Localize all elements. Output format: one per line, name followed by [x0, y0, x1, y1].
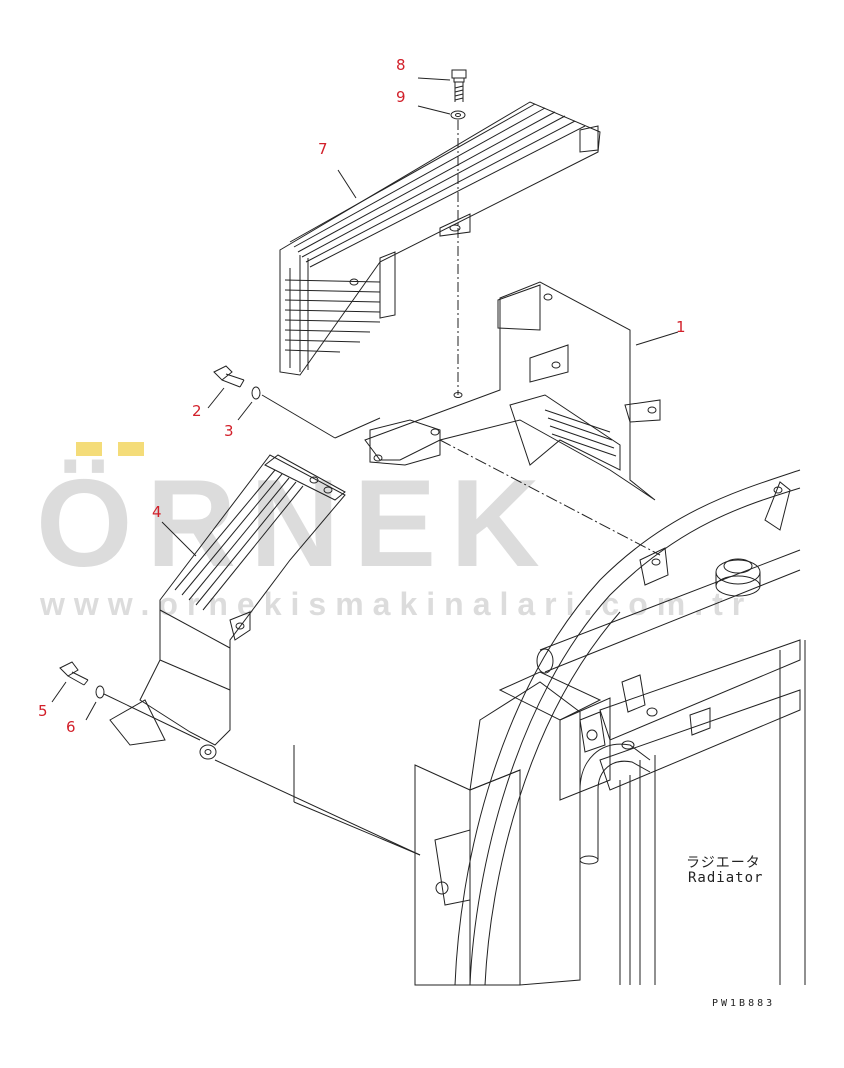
callout-5[interactable]: 5 [38, 702, 48, 720]
callout-9[interactable]: 9 [396, 88, 406, 106]
callout-3[interactable]: 3 [224, 422, 234, 440]
callout-2[interactable]: 2 [192, 402, 202, 420]
radiator-assembly [414, 469, 806, 986]
side-cover-4 [109, 454, 346, 760]
callout-7[interactable]: 7 [318, 140, 328, 158]
watermark-umlaut-left [76, 442, 102, 456]
callout-4[interactable]: 4 [152, 503, 162, 521]
bracket-1 [364, 281, 661, 501]
bolt-2-icon [213, 365, 245, 388]
callout-1[interactable]: 1 [676, 318, 686, 336]
washer-6-icon [95, 685, 105, 699]
watermark-url: www.ornekismakinalari.com.tr [40, 586, 754, 622]
watermark-umlaut-right [118, 442, 144, 456]
watermark-brand: ÖRNEK [36, 455, 554, 593]
washer-9-icon [450, 110, 466, 120]
callout-8[interactable]: 8 [396, 56, 406, 74]
bolt-5-icon [59, 661, 89, 686]
bolt-8-icon [451, 69, 467, 102]
radiator-label-jp: ラジエータ [686, 855, 761, 871]
cover-7 [279, 101, 601, 376]
callout-6[interactable]: 6 [66, 718, 76, 736]
washer-3-icon [251, 386, 261, 400]
radiator-label-en: Radiator [688, 870, 764, 886]
drawing-code: PW1B883 [712, 998, 776, 1009]
